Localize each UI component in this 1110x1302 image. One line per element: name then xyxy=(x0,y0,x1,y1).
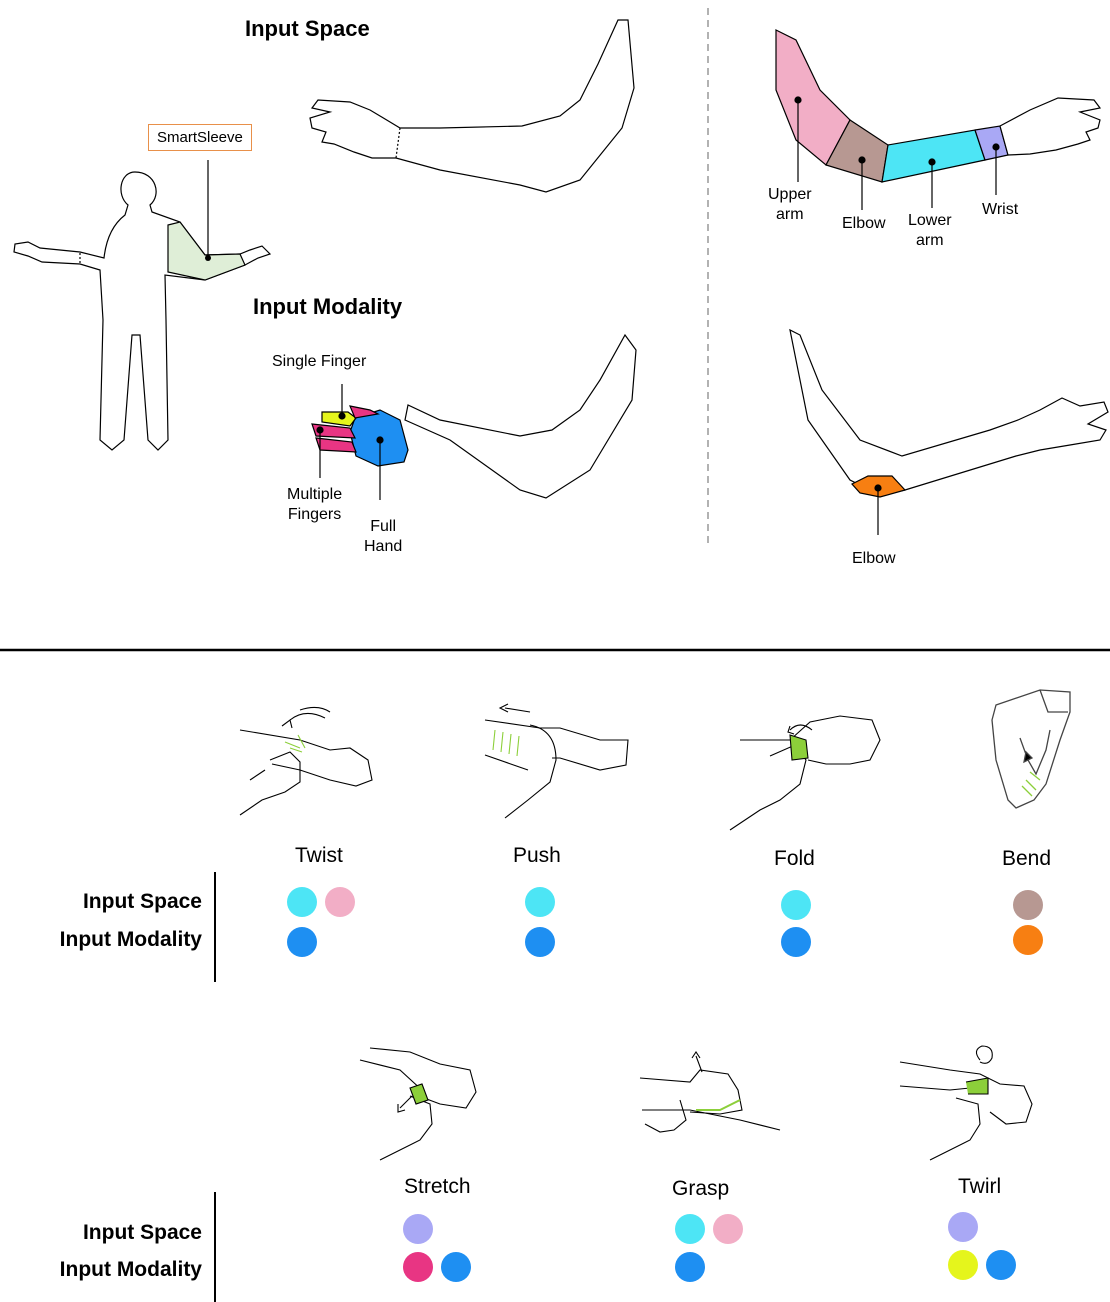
region-lower-arm xyxy=(882,130,985,182)
label-multiple-fingers: Multiple Fingers xyxy=(287,485,342,525)
gesture-sketch-fold xyxy=(730,716,880,830)
row-label-input-modality-1: Input Modality xyxy=(2,928,202,952)
gesture-sketch-twirl xyxy=(900,1046,1032,1160)
dot-modality-stretch-full-hand xyxy=(441,1252,471,1282)
row-label-input-space-2: Input Space xyxy=(2,1221,202,1245)
label-single-finger: Single Finger xyxy=(272,352,366,372)
gesture-sketch-twist xyxy=(240,707,372,815)
row-label-input-space-1: Input Space xyxy=(2,890,202,914)
label-wrist: Wrist xyxy=(982,200,1018,220)
smartsleeve-anchor xyxy=(205,255,211,261)
gesture-label-twist: Twist xyxy=(295,844,343,868)
hand-right xyxy=(1000,98,1100,155)
dot-modality-twist-full-hand xyxy=(287,927,317,957)
row-label-input-modality-2: Input Modality xyxy=(2,1258,202,1282)
dot-space-grasp-upper-arm xyxy=(713,1214,743,1244)
gesture-sketch-push xyxy=(485,704,628,818)
label-lower-arm: Lower arm xyxy=(908,211,952,251)
dot-modality-push-full-hand xyxy=(525,927,555,957)
dot-space-fold-lower-arm xyxy=(781,890,811,920)
dot-space-stretch-wrist xyxy=(403,1214,433,1244)
dot-space-grasp-lower-arm xyxy=(675,1214,705,1244)
legend-dot-layer xyxy=(287,887,1043,1282)
heading-input-space: Input Space xyxy=(245,16,370,42)
dot-space-bend-elbow xyxy=(1013,890,1043,920)
dot-modality-twirl-single-finger xyxy=(948,1250,978,1280)
gesture-label-grasp: Grasp xyxy=(672,1177,729,1201)
gesture-sketch-stretch xyxy=(360,1048,476,1160)
dot-modality-bend-elbow-modality xyxy=(1013,925,1043,955)
dot-modality-grasp-full-hand xyxy=(675,1252,705,1282)
gesture-label-twirl: Twirl xyxy=(958,1175,1001,1199)
label-elbow-modality: Elbow xyxy=(852,549,896,569)
dot-modality-stretch-multiple-fingers xyxy=(403,1252,433,1282)
label-elbow-region: Elbow xyxy=(842,214,886,234)
label-upper-arm: Upper arm xyxy=(768,185,812,225)
gesture-label-stretch: Stretch xyxy=(404,1175,471,1199)
arm-outline-elbow xyxy=(790,330,1108,497)
dot-space-twirl-wrist xyxy=(948,1212,978,1242)
dot-modality-twirl-full-hand xyxy=(986,1250,1016,1280)
dot-space-twist-upper-arm xyxy=(325,887,355,917)
heading-input-modality: Input Modality xyxy=(253,294,402,320)
smartsleeve-callout: SmartSleeve xyxy=(148,124,252,151)
gesture-label-fold: Fold xyxy=(774,847,815,871)
dot-modality-fold-full-hand xyxy=(781,927,811,957)
gesture-sketch-grasp xyxy=(640,1052,780,1132)
arm-outline-input-space xyxy=(310,20,634,192)
dot-space-twist-lower-arm xyxy=(287,887,317,917)
gesture-label-push: Push xyxy=(513,844,561,868)
gesture-label-bend: Bend xyxy=(1002,847,1051,871)
dot-space-push-lower-arm xyxy=(525,887,555,917)
gesture-sketch-bend xyxy=(992,690,1070,808)
arm-regions xyxy=(776,30,1100,182)
label-full-hand: Full Hand xyxy=(364,517,402,557)
body-figure xyxy=(14,172,270,450)
